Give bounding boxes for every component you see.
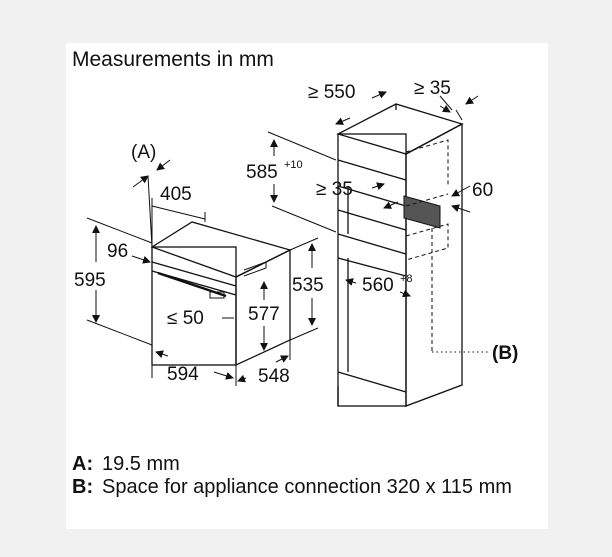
cabinet-hidden-lines bbox=[405, 139, 449, 352]
dim-96: 96 bbox=[107, 241, 128, 262]
cabinet-drawing bbox=[336, 103, 464, 407]
oven-drawing bbox=[150, 221, 292, 367]
cabinet-side bbox=[405, 122, 463, 407]
legend-item-a: A: 19.5 mm bbox=[72, 453, 512, 476]
diagram-sheet bbox=[66, 43, 548, 529]
dim-595: 595 bbox=[74, 270, 106, 291]
vent-opening bbox=[403, 195, 441, 229]
legend-text-a: 19.5 mm bbox=[102, 453, 180, 475]
page-title: Measurements in mm bbox=[72, 48, 274, 71]
dim-back-gap: ≥ 35 bbox=[414, 78, 451, 99]
dim-560: 560 bbox=[362, 275, 394, 296]
dim-585-tolerance: +10 bbox=[284, 159, 303, 171]
dim-577: 577 bbox=[248, 304, 280, 325]
cabinet-dimension-lines bbox=[267, 91, 479, 298]
dim-vent: 60 bbox=[472, 180, 493, 201]
oven-front-face bbox=[151, 246, 237, 366]
marker-b: (B) bbox=[492, 343, 518, 364]
legend-key-a: A: bbox=[72, 453, 94, 475]
dim-560-tolerance: +8 bbox=[400, 273, 413, 285]
dim-depth-min: ≥ 550 bbox=[308, 82, 355, 103]
dim-535: 535 bbox=[292, 275, 324, 296]
dim-548: 548 bbox=[258, 366, 290, 387]
legend-item-b: B: Space for appliance connection 320 x … bbox=[72, 476, 512, 499]
marker-a: (A) bbox=[131, 142, 156, 163]
legend: A: 19.5 mm B: Space for appliance connec… bbox=[72, 453, 512, 499]
dim-594: 594 bbox=[167, 364, 199, 385]
dim-585: 585 bbox=[246, 162, 278, 183]
dim-top-gap: ≥ 35 bbox=[316, 179, 353, 200]
oven-dimension-lines bbox=[86, 159, 319, 386]
dim-control-gap: ≤ 50 bbox=[167, 308, 204, 329]
cabinet-top bbox=[336, 103, 464, 155]
legend-text-b: Space for appliance connection 320 x 115… bbox=[102, 476, 512, 498]
oven-top-face bbox=[150, 221, 292, 278]
legend-key-b: B: bbox=[72, 476, 94, 498]
dim-405: 405 bbox=[160, 184, 192, 205]
